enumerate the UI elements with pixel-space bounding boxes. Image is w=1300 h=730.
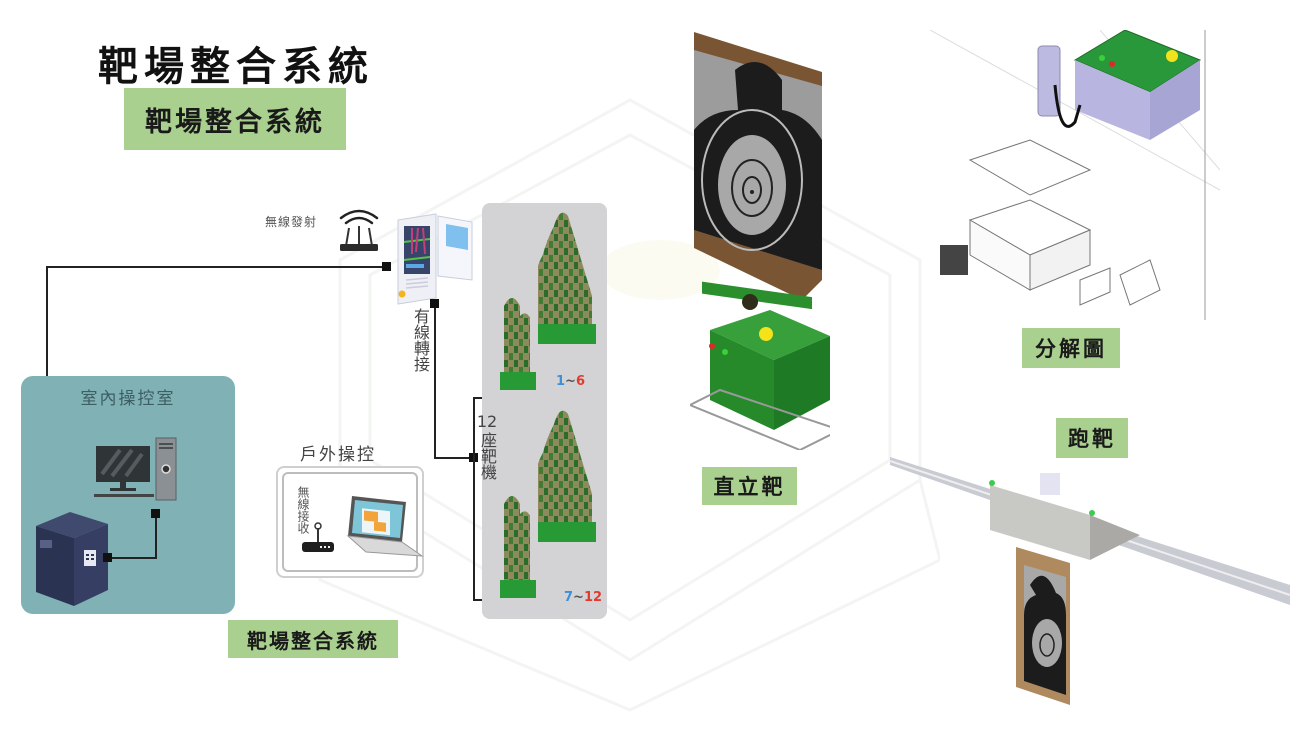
wifi-router-icon [339,209,379,251]
desktop-computer-icon [94,437,177,501]
connector-node [430,299,439,308]
target-machines-text: 座靶機 [478,432,497,480]
outdoor-control-label: 戶外操控 [300,445,376,465]
wired-transfer-label: 有線轉接 [411,308,430,372]
control-cabinet-icon [397,213,473,305]
target-range-1-6: 1~6 [556,374,585,389]
exploded-view-label: 分解圖 [1022,328,1120,368]
upright-target-illustration [690,32,830,450]
exploded-view-illustration [930,30,1220,320]
connector-node [151,509,160,518]
wireless-receiver-icon [302,522,334,552]
connector-line [473,397,485,399]
connector-line [473,397,475,601]
wireless-receive-label: 無線接收 [296,486,310,534]
moving-target-illustration [890,457,1291,705]
connector-line [473,599,485,601]
target-group-1-illustration [500,212,596,390]
connector-line [434,303,436,458]
server-safe-icon [36,512,108,606]
connector-line [434,457,474,459]
connector-line [47,266,387,268]
target-range-7-12: 7~12 [564,590,603,605]
page-title: 靶場整合系統 [98,43,374,90]
system-summary-label: 靶場整合系統 [228,620,398,658]
target-group-2-illustration [500,410,596,598]
connector-line [155,514,157,558]
wireless-transmit-label: 無線發射 [265,215,318,229]
connector-line [106,557,157,559]
indoor-control-room-label: 室內操控室 [80,389,176,409]
subtitle-label: 靶場整合系統 [124,88,346,150]
target-machines-count: 12 [476,412,498,431]
connector-node [103,553,112,562]
upright-target-label: 直立靶 [702,467,797,505]
laptop-icon [346,496,424,557]
target-machines-label: 12 座靶機 [476,412,498,480]
connector-node [382,262,391,271]
outdoor-control-panel: 無線接收 [276,466,424,578]
moving-target-label: 跑靶 [1056,418,1128,458]
